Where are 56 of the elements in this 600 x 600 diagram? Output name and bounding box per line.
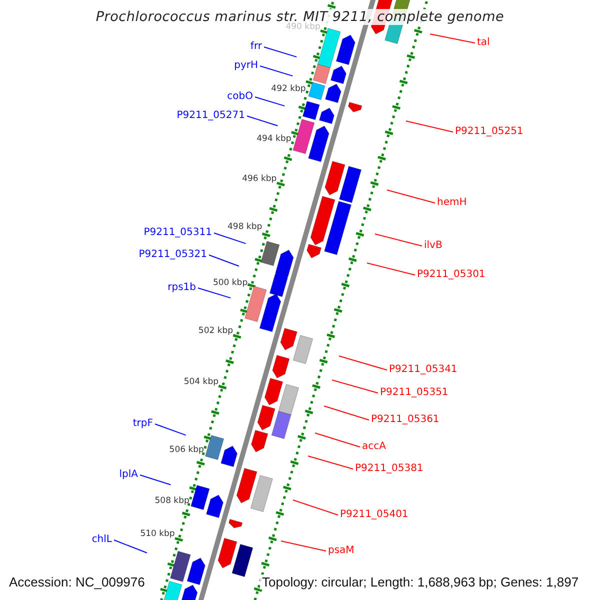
leader-line (214, 232, 246, 244)
leader-line (314, 432, 360, 448)
gene-label: ilvB (424, 240, 442, 252)
tick-label: 510 kbp (140, 529, 175, 540)
leader-line (246, 116, 278, 126)
leader-line (324, 406, 370, 420)
leader-line (280, 540, 326, 552)
leader-line (254, 96, 286, 106)
leader-line (292, 500, 338, 516)
gene-label: cobO (227, 91, 253, 103)
leader-line (208, 254, 240, 267)
leader-line (430, 34, 476, 44)
gene-label: pyrH (234, 60, 258, 72)
tick-label: 506 kbp (169, 444, 204, 455)
leader-line (198, 288, 232, 298)
info-text: Accession: NC_009976 (7, 574, 147, 590)
gene-label: accA (362, 441, 386, 453)
tick-label: 500 kbp (212, 278, 248, 288)
leader-line (114, 540, 148, 554)
tick-label: 494 kbp (256, 134, 292, 144)
leader-line (308, 456, 354, 470)
info-text: Topology: circular; Length: 1,688,963 bp; Genes: 1,897 (260, 574, 581, 590)
gene-label: P9211_05361 (371, 414, 440, 426)
tick-label: 492 kbp (271, 84, 306, 94)
gene-label: P9211_05271 (176, 110, 245, 122)
gene-label: P9211_05381 (355, 463, 424, 475)
leader-line (338, 356, 388, 370)
leader-line (154, 424, 186, 436)
gene-label: P9211_05311 (144, 227, 212, 239)
tick-label: 504 kbp (184, 377, 218, 388)
gene-label: P9211_05321 (138, 249, 207, 261)
gene-label: chlL (92, 534, 112, 546)
gene-label: rps1b (168, 282, 196, 294)
gene-label: lplA (119, 469, 138, 481)
gene-label: P9211_05251 (455, 126, 524, 138)
leader-line (386, 190, 436, 204)
gene-label: trpF (132, 418, 153, 430)
gene-label: tal (477, 37, 490, 49)
tick-label: 496 kbp (242, 174, 277, 184)
gene-label: P9211_05401 (340, 509, 408, 521)
leader-line (332, 380, 378, 394)
leader-line (366, 262, 416, 276)
gene-label: hemH (437, 197, 467, 209)
gene-label: frr (250, 41, 262, 53)
gene-label: psaM (328, 545, 354, 557)
tick-label: 502 kbp (198, 326, 234, 336)
gene-label: P9211_05341 (389, 364, 458, 376)
gene-label: P9211_05351 (380, 387, 448, 399)
gene-label: P9211_05301 (417, 269, 486, 281)
leader-line (374, 234, 422, 246)
tick-label: 508 kbp (154, 496, 190, 506)
leader-line (140, 474, 172, 486)
leader-line (260, 66, 294, 76)
tick-label: 498 kbp (228, 222, 262, 232)
leader-line (264, 46, 298, 58)
leader-line (406, 120, 454, 132)
